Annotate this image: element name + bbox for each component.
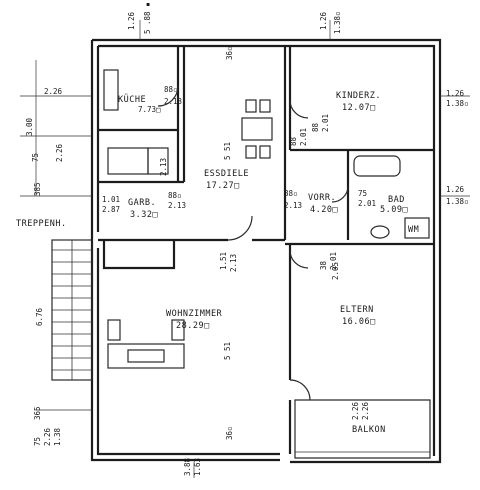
dim-elt-vert-201: 2.01 xyxy=(329,252,338,270)
room-kinderz-area: 12.07□ xyxy=(342,103,376,113)
staircase xyxy=(51,239,93,381)
dim-bottom-left-75: 75 xyxy=(33,437,42,446)
dim-vorr-213: 2.13 xyxy=(284,201,302,210)
dim-bad-201: 2.01 xyxy=(358,199,376,208)
dim-bad-right-138: 1.38▫ xyxy=(446,197,469,206)
dim-top-kitchen-588: 5 .88 ▪ xyxy=(143,2,152,34)
room-eltern-area: 16.06□ xyxy=(342,317,376,327)
dim-bottom-388: 3.88 xyxy=(183,457,192,476)
dim-bottom-163: 1.63 xyxy=(193,458,202,476)
kitchen-fixtures xyxy=(103,69,169,175)
dim-kueche-88: 88▫ xyxy=(164,85,178,94)
dim-wohn-551: 5 51 xyxy=(223,342,232,360)
room-kueche-area: 7.73□ xyxy=(138,105,161,114)
bathroom-fixtures xyxy=(353,155,430,239)
dim-left-226b: 2.26 xyxy=(55,143,64,162)
dim-bottom-36: 36▫ xyxy=(225,426,234,440)
dim-left-300: 3.00 xyxy=(25,117,34,136)
room-garb-area: 3.32□ xyxy=(130,210,158,220)
room-vorr-area: 4.20□ xyxy=(310,205,338,215)
dim-elt-vert-38: 38 xyxy=(319,260,328,270)
dim-bottom-left-138: 1.38 xyxy=(53,427,62,446)
dim-balkon-226b: 2.26 xyxy=(361,401,370,420)
outer-walls xyxy=(90,38,442,464)
dim-top-kinderz-138: 1.38▫ xyxy=(333,11,342,34)
dim-essdiele-551: 5 51 xyxy=(223,142,232,160)
dim-garb-213: 2.13 xyxy=(159,158,168,176)
dim-kinder-right-126: 1.26 xyxy=(446,89,465,98)
dim-bad-vert-205: 2.05 xyxy=(331,262,340,280)
room-balkon-name: BALKON xyxy=(352,425,386,435)
door-swings xyxy=(157,85,349,401)
room-wohnzimmer-area: 28.29□ xyxy=(176,321,210,331)
dim-bad-75: 75 xyxy=(358,189,367,198)
dim-kinder-right-138: 1.38▫ xyxy=(446,99,469,108)
room-wohnzimmer-name: WOHNZIMMER xyxy=(166,309,223,319)
room-wm-label: WM xyxy=(408,225,419,235)
dim-vorr-vert-88: 88 xyxy=(289,136,298,146)
room-bad-name: BAD xyxy=(388,195,405,205)
room-kueche-name: KÜCHE xyxy=(118,94,146,105)
room-vorr-name: VORR. xyxy=(308,193,336,203)
dim-garb-88: 88▫ xyxy=(168,191,182,200)
dim-top-hall-36: 36▫ xyxy=(225,46,234,60)
dim-left-365: 365 xyxy=(33,406,42,420)
living-seating xyxy=(107,319,185,369)
room-treppenh-name: TREPPENH. xyxy=(16,219,67,229)
room-garb-name: GARB. xyxy=(128,198,156,208)
room-kinderz-name: KINDERZ. xyxy=(336,91,381,101)
dim-left-676: 6.76 xyxy=(35,307,44,326)
dim-left-75: 75 xyxy=(31,153,40,162)
dim-garb-287: 2.87 xyxy=(102,205,120,214)
dim-bad-right-126: 1.26 xyxy=(446,185,465,194)
room-bad-area: 5.09□ xyxy=(380,205,408,215)
dim-top-kitchen-126: 1.26 xyxy=(127,11,136,30)
interior-walls xyxy=(98,46,434,454)
room-essdiele-area: 17.27□ xyxy=(206,181,240,191)
balcony xyxy=(294,399,431,459)
dim-hall-213: 2.13 xyxy=(229,254,238,272)
dim-hall-151: 1.51 xyxy=(219,252,228,270)
dim-left-385: 385 xyxy=(33,182,42,196)
dim-balkon-226: 2.26 xyxy=(351,401,360,420)
room-essdiele-name: ESSDIELE xyxy=(204,169,249,179)
dim-kinder-vert-88: 88 xyxy=(311,122,320,132)
dining-table xyxy=(241,99,273,159)
dim-kinder-vert-201: 2.01 xyxy=(321,114,330,132)
dim-bottom-left-226: 2.26 xyxy=(43,427,52,446)
dim-vorr-vert-201: 2.01 xyxy=(299,128,308,146)
dimension-lines xyxy=(20,20,470,478)
dim-left-226: 2.26 xyxy=(44,87,63,96)
room-eltern-name: ELTERN xyxy=(340,305,374,315)
dim-top-kinderz-126: 1.26 xyxy=(319,11,328,30)
dim-kueche-213: 2.13 xyxy=(164,97,182,106)
dim-garb-101: 1.01 xyxy=(102,195,120,204)
dim-garb-213b: 2.13 xyxy=(168,201,186,210)
dim-vorr-88: 88▫ xyxy=(284,189,298,198)
